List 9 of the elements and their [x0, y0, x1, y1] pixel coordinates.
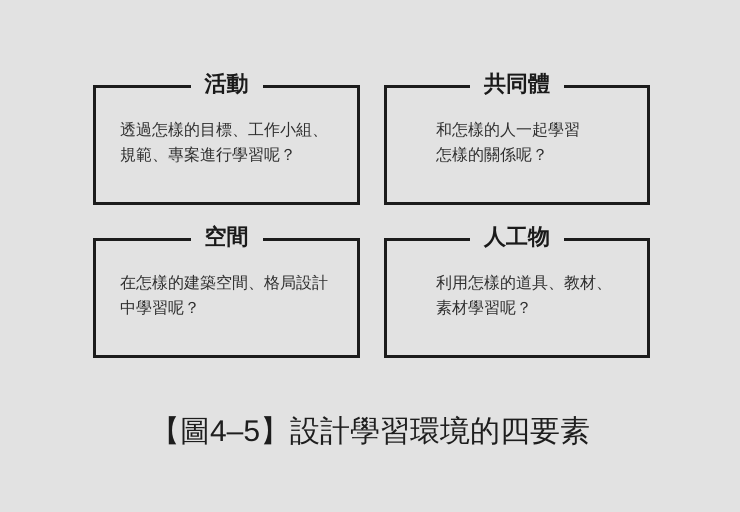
card-description: 透過怎樣的目標、工作小組、規範、專案進行學習呢？: [120, 120, 329, 166]
card-description: 利用怎樣的道具、教材、素材學習呢？: [436, 274, 613, 319]
card-heading: 空間: [204, 224, 248, 250]
card-heading: 共同體: [484, 71, 550, 97]
figure-caption: 【圖4–5】設計學習環境的四要素: [150, 414, 590, 450]
card-description: 和怎樣的人一起學習怎樣的關係呢？: [436, 120, 581, 166]
card-heading: 人工物: [484, 224, 550, 250]
card-description: 在怎樣的建築空間、格局設計中學習呢？: [120, 274, 329, 319]
card-heading: 活動: [204, 71, 248, 97]
